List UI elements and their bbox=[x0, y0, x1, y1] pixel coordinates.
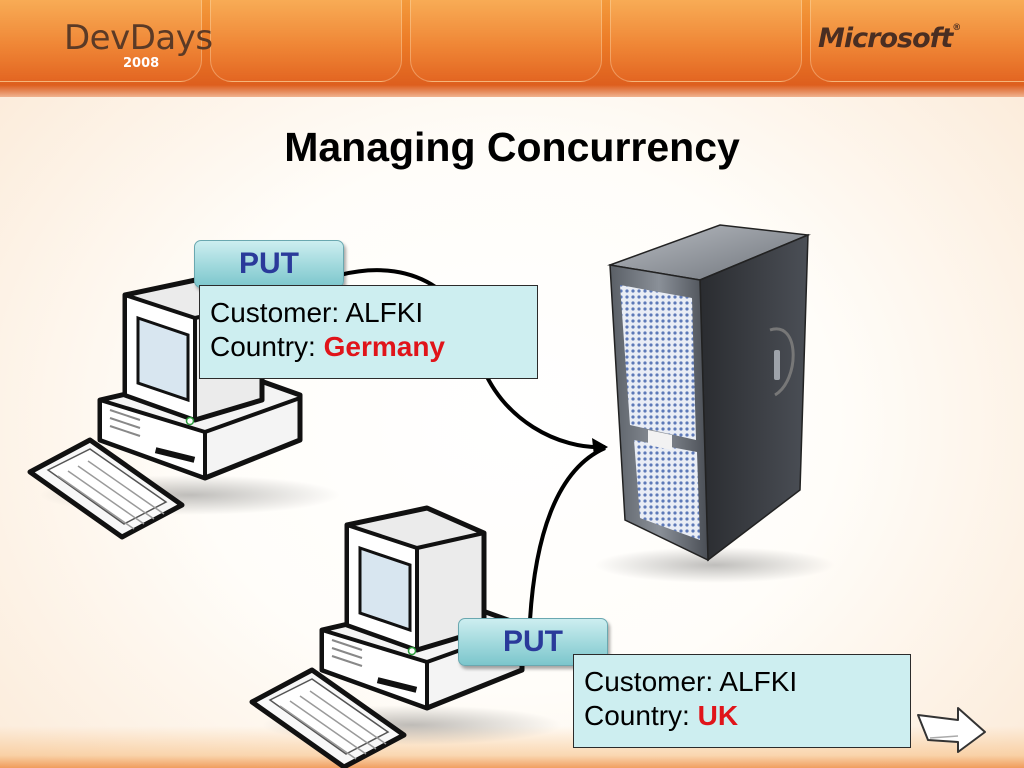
header-panel bbox=[410, 0, 602, 82]
header-panel bbox=[810, 0, 1024, 82]
customer-line: Customer: ALFKI bbox=[584, 666, 798, 697]
country-line: Country: Germany bbox=[210, 330, 527, 364]
server-tower-icon bbox=[595, 224, 835, 583]
registered-mark: ® bbox=[952, 23, 961, 33]
request-payload-card-bottom: Customer: ALFKI Country: UK bbox=[573, 654, 911, 748]
header-band: DevDays 2008 Microsoft® bbox=[0, 0, 1024, 97]
country-label: Country: bbox=[584, 700, 698, 731]
client-computer-icon bbox=[27, 275, 340, 540]
client-computer-icon bbox=[249, 505, 562, 768]
microsoft-logo: Microsoft® bbox=[818, 23, 961, 54]
country-value: UK bbox=[697, 700, 739, 731]
put-request-label-top: PUT bbox=[194, 240, 344, 288]
header-panel bbox=[610, 0, 802, 82]
request-arrow-bottom bbox=[528, 446, 606, 621]
country-value: Germany bbox=[323, 331, 446, 362]
customer-line: Customer: ALFKI bbox=[210, 297, 424, 328]
next-slide-arrow-icon bbox=[917, 707, 986, 753]
devdays-year: 2008 bbox=[123, 56, 160, 71]
request-payload-card-top: Customer: ALFKI Country: Germany bbox=[199, 285, 538, 379]
header-panel bbox=[0, 0, 202, 82]
microsoft-logo-text: Microsoft bbox=[818, 23, 953, 54]
devdays-logo: DevDays bbox=[64, 18, 213, 58]
page-title: Managing Concurrency bbox=[284, 124, 740, 170]
header-panel bbox=[210, 0, 402, 82]
country-line: Country: UK bbox=[584, 699, 900, 733]
country-label: Country: bbox=[210, 331, 324, 362]
